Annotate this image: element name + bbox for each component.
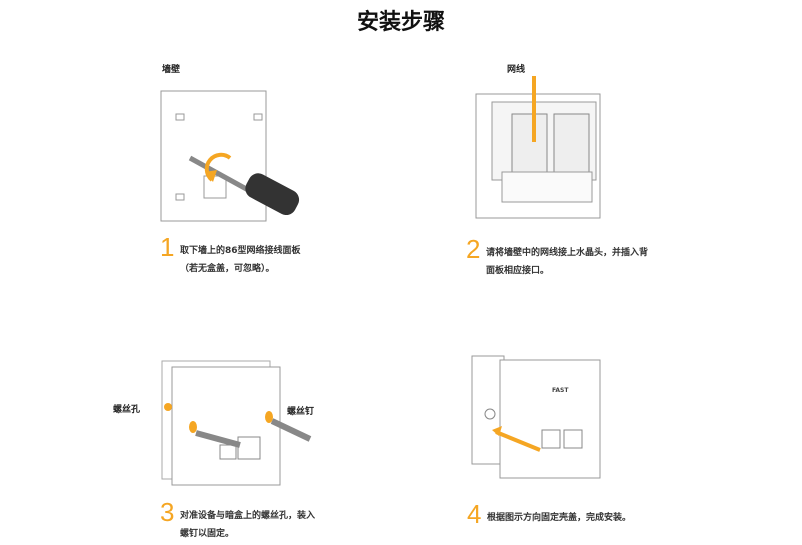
step-number-3: 3 <box>160 497 175 527</box>
step2-illustration <box>475 76 601 219</box>
step-number-2: 2 <box>466 234 481 264</box>
step3-line2: 螺钉以固定。 <box>180 529 235 539</box>
step3-desc: 对准设备与暗盒上的螺丝孔，装入螺钉以固定。 <box>180 507 315 543</box>
step-number-1: 1 <box>160 232 175 262</box>
step2-line1: 请将墙壁中的网线接上水晶头，并插入背 <box>486 248 649 258</box>
step2-line2: 面板相应接口。 <box>486 266 550 276</box>
step-number-4: 4 <box>467 499 482 529</box>
step1-illustration <box>160 90 300 222</box>
step2-desc: 请将墙壁中的网线接上水晶头，并插入背面板相应接口。 <box>486 244 648 280</box>
step4-desc: 根据图示方向固定壳盖，完成安装。 <box>487 513 632 523</box>
wall-label: 墙壁 <box>162 65 181 75</box>
brand-logo: FAST <box>552 387 569 394</box>
step1-desc: 取下墙上的86型网络接线面板 （若无盒盖，可忽略）。 <box>180 242 301 278</box>
screw-label: 螺丝钉 <box>287 407 315 417</box>
step4-illustration: FAST <box>471 355 601 479</box>
step3-illustration <box>161 360 312 486</box>
step1-line1: 取下墙上的86型网络接线面板 <box>180 246 301 256</box>
cable-label: 网线 <box>507 65 526 75</box>
page-title: 安装步骤 <box>356 10 445 35</box>
step3-line1: 对准设备与暗盒上的螺丝孔，装入 <box>180 511 316 521</box>
screw-hole-label: 螺丝孔 <box>113 405 141 415</box>
step1-line2: （若无盒盖，可忽略）。 <box>180 264 275 274</box>
